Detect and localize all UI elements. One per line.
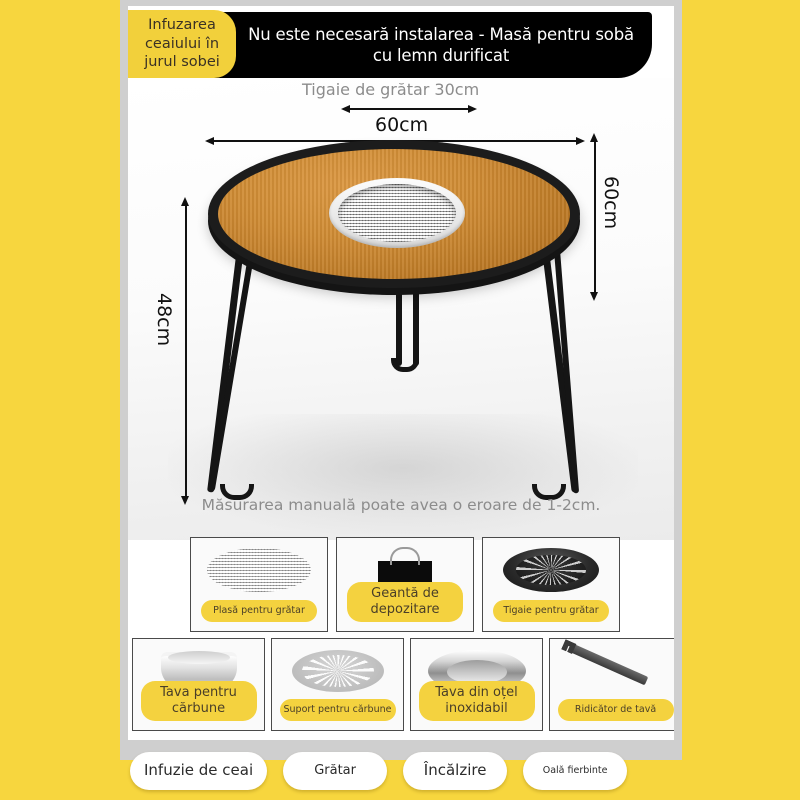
tray-lifter-icon	[550, 643, 674, 696]
accessory-label: Tigaie pentru grătar	[493, 600, 609, 622]
depth-dim-arrow-up	[590, 133, 598, 142]
accessory-card-charcoal-bowl[interactable]: Tava pentru cărbune	[132, 638, 265, 731]
pan-dim-arrow-right	[468, 105, 477, 113]
hero-product-photo: Tigaie de grătar 30cm 60cm 60cm 48cm	[128, 78, 674, 540]
table-leg-left	[207, 255, 243, 493]
width-dim-arrow-left	[205, 137, 214, 145]
pan-dim-arrow-left	[341, 105, 350, 113]
header-tab-label: Infuzarea ceaiului în jurul sobei	[144, 17, 220, 71]
feature-chip-tea-infusion[interactable]: Infuzie de ceai	[130, 752, 268, 790]
accessory-card-charcoal-holder[interactable]: Suport pentru cărbune	[271, 638, 404, 731]
accessory-card-steel-tray[interactable]: Tava din oțel inoxidabil	[410, 638, 543, 731]
tabletop	[208, 140, 580, 288]
header: Nu este necesară instalarea - Masă pentr…	[128, 6, 674, 78]
accessory-label: Ridicător de tavă	[557, 699, 674, 721]
accessory-card-grill-pan[interactable]: Tigaie pentru grătar	[482, 537, 620, 632]
pan-dim-line	[350, 108, 468, 110]
feature-chip-grill[interactable]: Grătar	[283, 752, 388, 790]
grill-mesh-icon	[191, 545, 327, 595]
accessory-label: Tava din oțel inoxidabil	[418, 680, 535, 721]
accessory-card-storage-bag[interactable]: Geantă de depozitare	[336, 537, 474, 632]
measurement-disclaimer: Măsurarea manuală poate avea o eroare de…	[201, 496, 601, 514]
table-illustration	[128, 78, 674, 540]
floor-shadow	[168, 414, 638, 534]
table-foot-right	[532, 484, 566, 500]
accessory-row-2: Tava pentru cărbune Suport pentru cărbun…	[132, 638, 674, 731]
feature-chip-row: Infuzie de ceai Grătar Încălzire Oală fi…	[130, 748, 676, 794]
table-foot-left	[220, 484, 254, 500]
accessory-label: Suport pentru cărbune	[279, 699, 396, 721]
table-foot-center	[391, 358, 419, 372]
width-dim-arrow-right	[576, 137, 585, 145]
feature-chip-heating[interactable]: Încălzire	[403, 752, 508, 790]
grill-pan-icon	[483, 545, 619, 595]
accessory-label: Plasă pentru grătar	[201, 600, 317, 622]
grill-bezel	[329, 178, 465, 248]
height-dim-line	[185, 206, 187, 496]
height-dim-arrow-up	[181, 197, 189, 206]
header-title: Nu este necesară instalarea - Masă pentr…	[248, 24, 634, 65]
accessory-label: Tava pentru cărbune	[140, 680, 257, 721]
grill-mesh	[338, 184, 456, 242]
table-leg-center-inner	[413, 268, 419, 366]
accessory-label: Geantă de depozitare	[347, 581, 463, 622]
accessory-row-1: Plasă pentru grătar Geantă de depozitare…	[190, 537, 620, 632]
depth-dim-line	[594, 142, 596, 292]
header-feature-tab: Infuzarea ceaiului în jurul sobei	[128, 10, 236, 78]
depth-dim-arrow-down	[590, 292, 598, 301]
feature-chip-hot-pot[interactable]: Oală fierbinte	[523, 752, 628, 790]
product-infographic-sheet: Nu este necesară instalarea - Masă pentr…	[128, 6, 674, 740]
depth-dim-label: 60cm	[600, 176, 622, 230]
height-dim-label: 48cm	[153, 293, 175, 347]
width-dim-label: 60cm	[375, 114, 429, 136]
accessory-card-grill-mesh[interactable]: Plasă pentru grătar	[190, 537, 328, 632]
charcoal-holder-icon	[272, 646, 403, 696]
pan-size-label: Tigaie de grătar 30cm	[302, 80, 480, 99]
height-dim-arrow-down	[181, 496, 189, 505]
table-leg-center	[396, 268, 402, 366]
accessory-card-tray-lifter[interactable]: Ridicător de tavă	[549, 638, 674, 731]
